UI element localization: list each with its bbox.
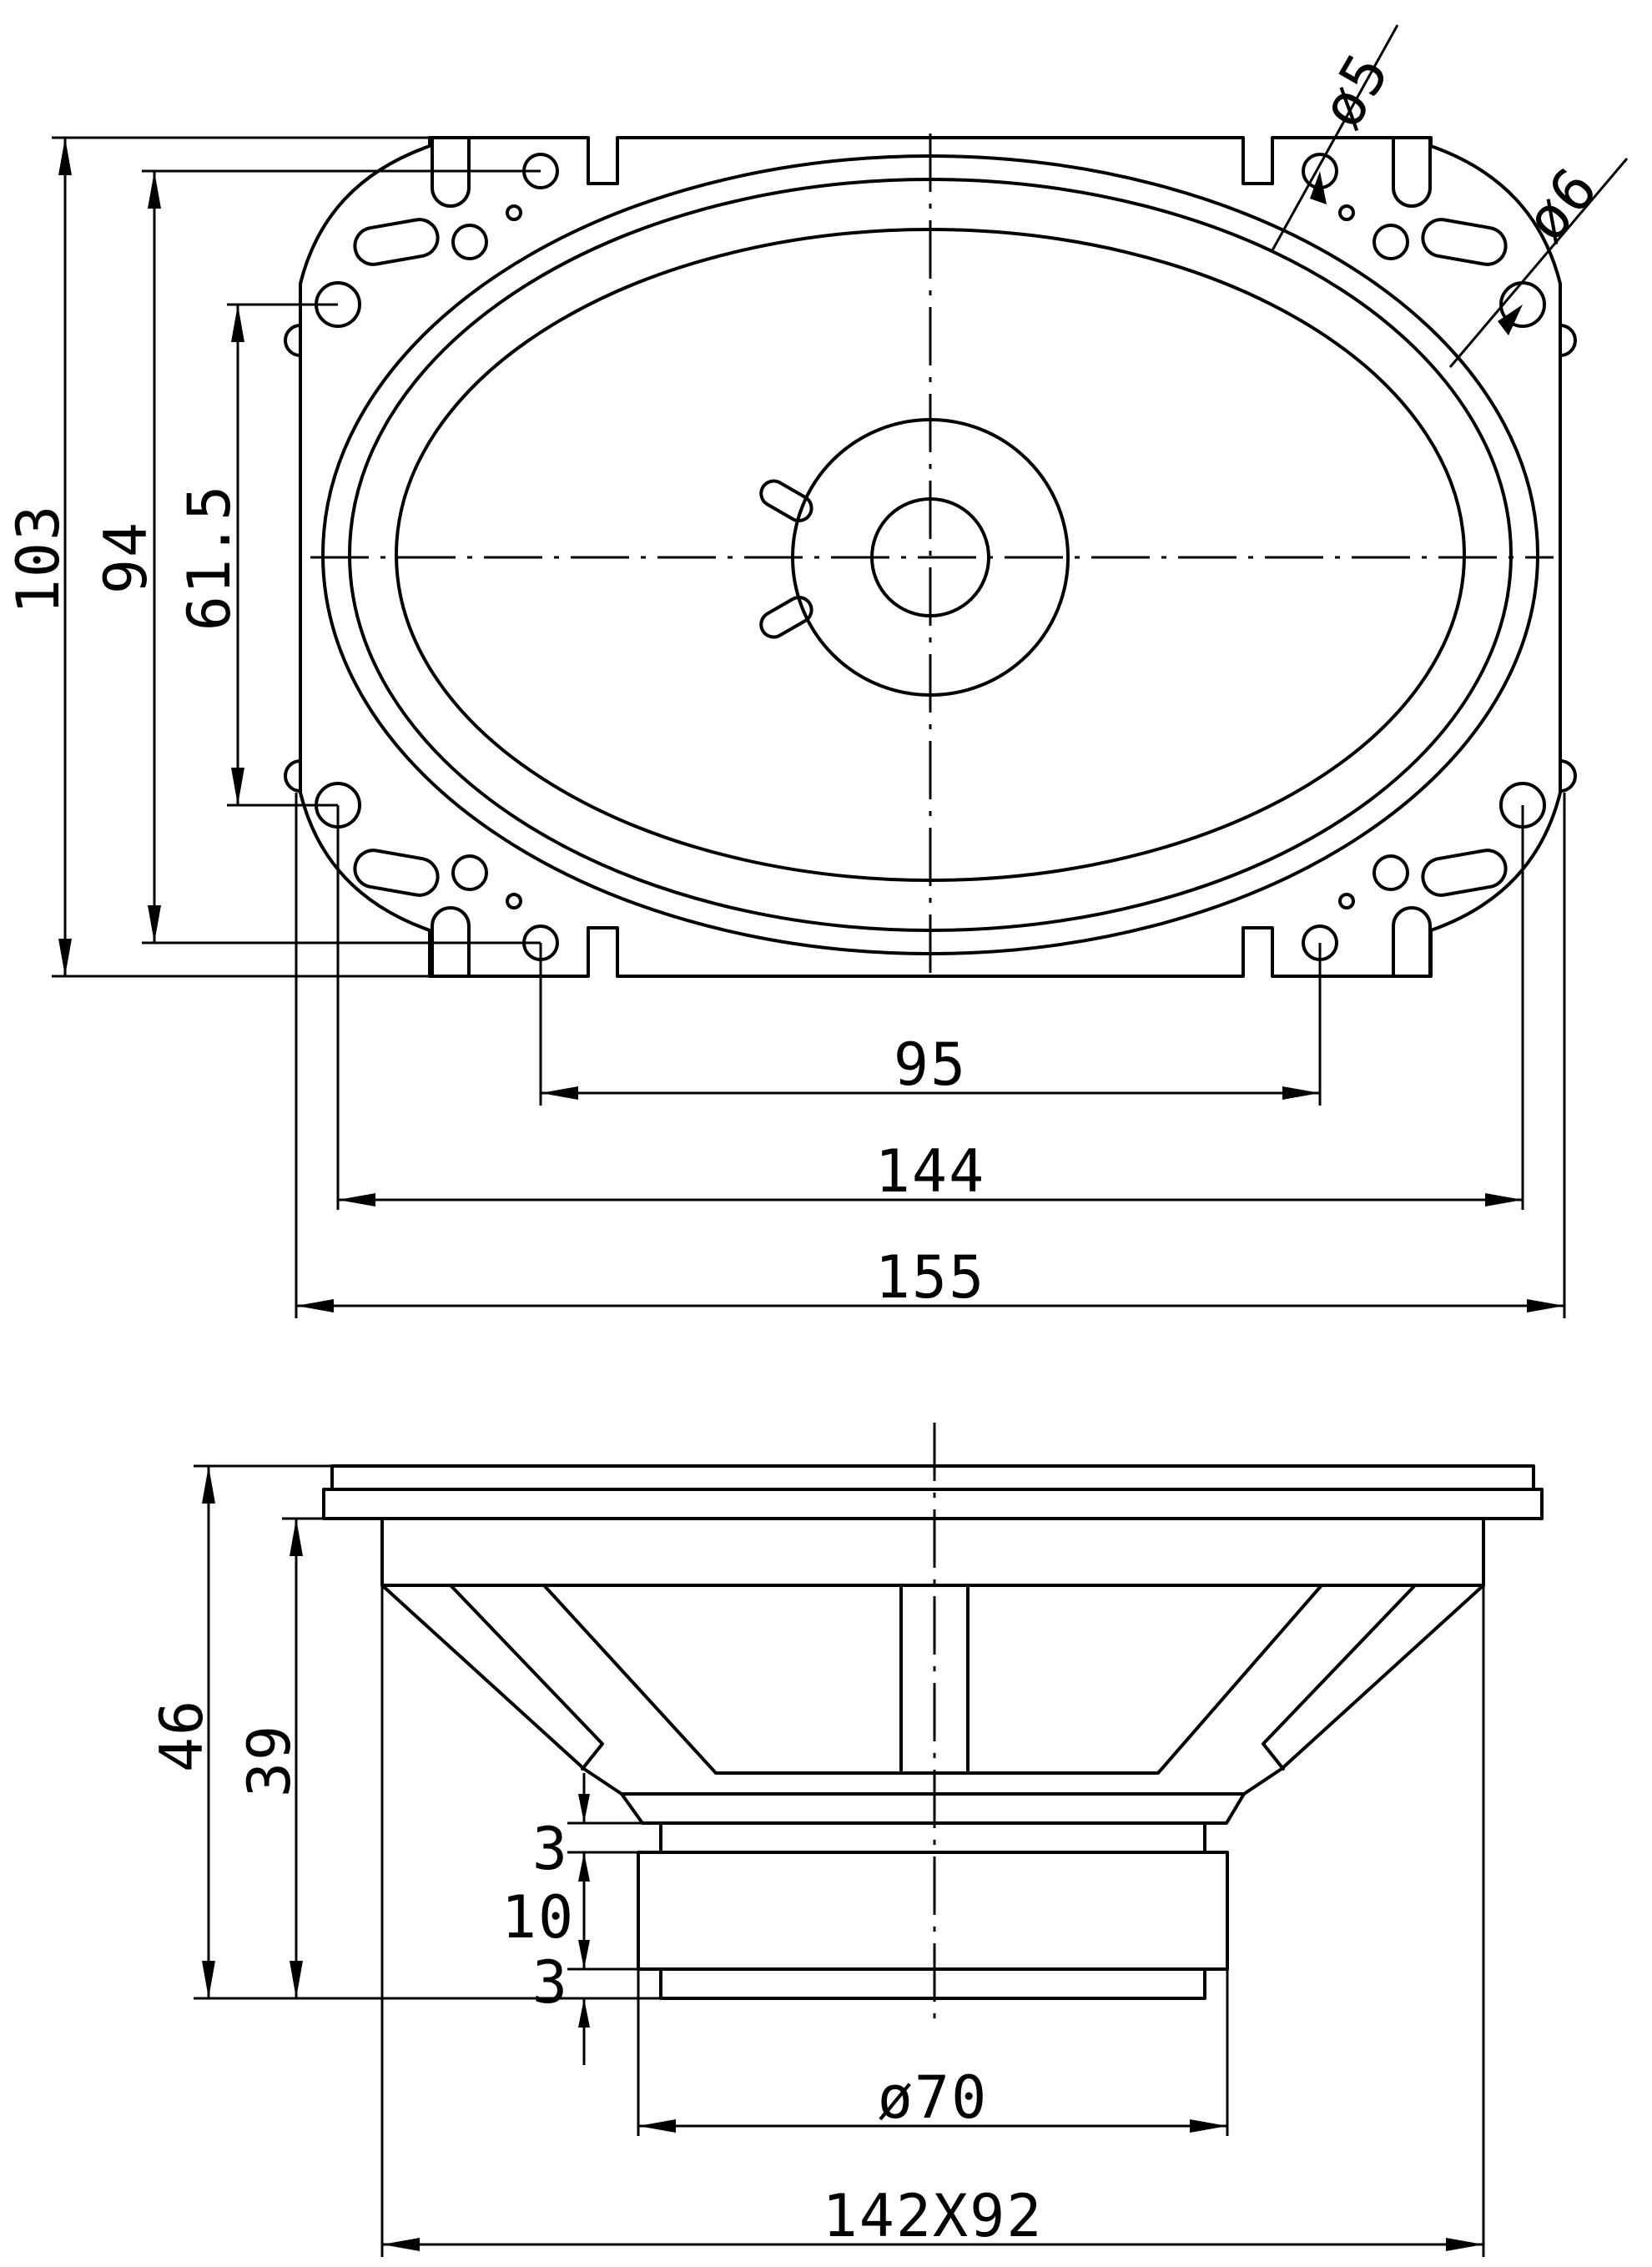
hole-round-top-left	[451, 224, 488, 260]
mounting-slot-bottom-left	[431, 906, 471, 978]
basket-strut-left-inner	[449, 1584, 604, 1771]
hole-tiny-bottom-left	[506, 893, 522, 909]
mounting-slot-bottom-right	[1392, 906, 1432, 978]
dim-label-46: 46	[148, 1699, 216, 1772]
dim-label-hole-5: ø5	[1307, 41, 1403, 139]
dim-label-top-plate: 3	[532, 1815, 569, 1883]
side-notch-right-bottom	[1559, 759, 1577, 793]
dim-width-95: 95	[539, 943, 1322, 1106]
basket-bottom	[620, 1792, 1246, 1825]
dim-height-94: 94	[92, 169, 541, 945]
basket-strut-left-cone	[542, 1584, 1323, 1775]
flange-gasket	[330, 1464, 1535, 1491]
dim-label-103: 103	[4, 504, 73, 614]
hole-tiny-top-left	[506, 204, 522, 221]
hole-tiny-top-right	[1338, 204, 1355, 221]
hole-tiny-bottom-right	[1338, 893, 1355, 909]
tweeter-bracket-bottom	[759, 596, 813, 639]
side-notch-left-bottom	[284, 759, 302, 793]
side-notch-right-top	[1559, 324, 1577, 357]
hole-round-bottom-left	[451, 854, 488, 891]
oval-slot-bottom-left	[353, 849, 440, 897]
dim-label-70: ø70	[878, 2063, 988, 2132]
dim-height-61-5: 61.5	[175, 303, 338, 807]
basket-strut-right-inner	[1262, 1584, 1417, 1771]
top-plate	[659, 1821, 1206, 1854]
dim-label-95: 95	[894, 1030, 967, 1099]
dim-magnet-diameter: ø70	[637, 1969, 1229, 2136]
dim-label-144: 144	[875, 1137, 985, 1206]
hole-round-bottom-right	[1372, 854, 1409, 891]
dim-overall-height: 103	[4, 136, 430, 978]
tweeter-bracket-top	[759, 479, 813, 522]
bottom-plate	[659, 1967, 1206, 2000]
dim-label-magnet-height: 10	[501, 1883, 575, 1952]
side-view: 46 39 3 10 3	[148, 1423, 1544, 2257]
dim-label-bottom-plate: 3	[532, 1948, 569, 2017]
flange-frame	[322, 1488, 1544, 1520]
dim-magnet-stack: 3 10 3	[501, 1773, 661, 2065]
dim-depth-39: 39	[235, 1517, 324, 1998]
oval-slot-top-right	[1421, 218, 1508, 266]
dim-label-61-5: 61.5	[175, 484, 244, 632]
side-notch-left-top	[284, 324, 302, 357]
mounting-slot-top-right	[1392, 136, 1432, 208]
oval-slot-top-left	[353, 218, 440, 266]
hole-round-top-right	[1372, 224, 1409, 260]
dim-label-hole-6: ø6	[1512, 154, 1612, 254]
dim-hole-6: ø6	[1448, 154, 1629, 368]
dim-label-94: 94	[92, 521, 160, 594]
dim-label-39: 39	[235, 1724, 304, 1797]
mounting-slot-top-left	[431, 136, 471, 208]
dim-cutout-size: 142X92	[380, 1585, 1485, 2257]
front-view: 103 94 61.5 ø5 ø6	[4, 24, 1629, 1318]
dim-width-155: 155	[295, 793, 1566, 1318]
dim-label-142x92: 142X92	[823, 2182, 1044, 2250]
dim-width-144: 144	[336, 805, 1524, 1210]
dim-label-155: 155	[875, 1243, 985, 1312]
oval-slot-bottom-right	[1421, 849, 1508, 897]
magnet	[637, 1851, 1229, 1971]
